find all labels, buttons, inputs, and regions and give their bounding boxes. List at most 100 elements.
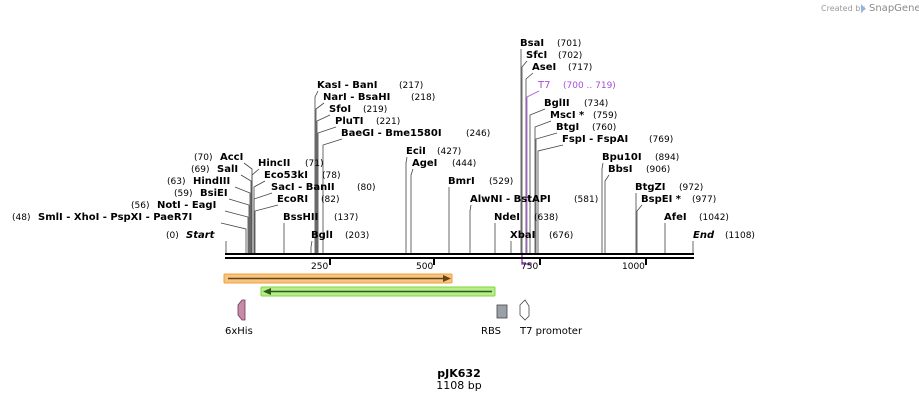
site-pos-ecii: (427) (437, 147, 461, 157)
ruler-label: 250 (311, 262, 328, 272)
site-connector-line (525, 72, 534, 253)
ruler-label: 500 (416, 262, 433, 272)
site-pos-hincii: (71) (305, 159, 323, 169)
plasmid-size: 1108 bp (436, 379, 481, 392)
site-connector-line (410, 168, 414, 253)
feature-6xhis[interactable]: 6xHis (225, 299, 253, 337)
site-label-btgi: BtgI (556, 122, 579, 133)
ruler-label: 1000 (622, 262, 645, 272)
site-pos-bsai: (701) (557, 39, 581, 49)
rbs-icon (496, 304, 508, 319)
site-label-ecii: EciI (406, 146, 426, 157)
site-connector-line (469, 204, 472, 253)
feature-label: 6xHis (225, 326, 253, 337)
site-label-bpu10i: Bpu10I (602, 152, 642, 163)
site-connector-line (316, 114, 331, 253)
site-connector-line (537, 144, 564, 253)
site-connector-line (534, 120, 552, 253)
site-pos-sali: (69) (191, 165, 209, 175)
end-pos: (1108) (725, 231, 755, 241)
site-pos-baegi: (246) (466, 129, 490, 139)
start-label: Start (186, 230, 216, 241)
site-label-t7: T7 (537, 80, 550, 91)
site-connector-line (322, 138, 343, 253)
site-pos-asei: (717) (568, 63, 592, 73)
site-label-noti: NotI - EagI (157, 200, 216, 211)
snapgene-logo-icon (861, 4, 866, 12)
site-pos-ndei: (638) (534, 213, 558, 223)
feature-t7-promoter[interactable]: T7 promoter (519, 299, 583, 337)
orange-orf-arrow[interactable] (223, 273, 453, 284)
site-pos-bsshii: (137) (334, 213, 358, 223)
site-label-smli: SmlI - XhoI - PspXI - PaeR7I (38, 212, 192, 223)
site-pos-msci: (759) (593, 111, 617, 121)
plasmid-name: pJK632 (437, 367, 480, 380)
site-label-asei: AseI (532, 62, 556, 73)
site-pos-fspi: (769) (649, 135, 673, 145)
site-connector-line (529, 108, 546, 253)
start-pos: (0) (166, 231, 179, 241)
site-label-msci: MscI * (550, 110, 585, 121)
site-label-saci: SacI - BanII (271, 182, 335, 193)
site-label-pluti: PluTI (335, 116, 363, 127)
site-connector-line (601, 162, 604, 253)
site-connectors (220, 49, 694, 265)
site-pos-alwni: (581) (574, 195, 598, 205)
feature-label: T7 promoter (519, 326, 583, 337)
site-connector-line (220, 222, 247, 253)
site-connector-line (604, 174, 610, 253)
site-connector-line (315, 102, 325, 253)
site-connector-line (521, 60, 528, 253)
site-connector-line (253, 192, 273, 253)
site-label-baegi: BaeGI - Bme1580I (341, 128, 442, 139)
site-connector-line (535, 132, 558, 253)
enzyme-sites: BsaI (701) SfcI (702) AseI (717) T7 (700… (12, 38, 755, 241)
site-connector-line (254, 204, 279, 253)
site-connector-line (251, 168, 260, 253)
site-label-xbai: XbaI (510, 230, 535, 241)
site-label-hincii: HincII (258, 158, 290, 169)
site-pos-nari: (218) (411, 93, 435, 103)
promoter-arrow-icon (519, 299, 530, 321)
site-label-bsshii: BssHII (283, 212, 318, 223)
site-pos-agei: (444) (452, 159, 476, 169)
site-label-sfci: SfcI (526, 50, 547, 61)
site-connector-line (314, 90, 319, 253)
site-pos-btgzi: (972) (679, 183, 703, 193)
site-connector-line (228, 198, 250, 253)
site-pos-sfoi: (219) (363, 105, 387, 115)
site-pos-saci: (80) (357, 183, 375, 193)
site-pos-btgi: (760) (592, 123, 616, 133)
site-pos-kasi: (217) (399, 81, 423, 91)
site-pos-smli: (48) (12, 213, 30, 223)
site-label-eco53ki: Eco53kI (264, 170, 308, 181)
site-label-bglii: BglII (544, 98, 570, 109)
site-pos-bspei: (977) (692, 195, 716, 205)
site-pos-acci: (70) (194, 153, 212, 163)
site-label-ndei: NdeI (494, 212, 520, 223)
site-label-fspi: FspI - FspAI (562, 134, 628, 145)
site-connector-line (526, 90, 540, 253)
site-label-bsai: BsaI (520, 38, 544, 49)
t7-site-marker (521, 252, 532, 265)
site-label-sali: SalI (217, 164, 238, 175)
feature-label: RBS (481, 326, 501, 337)
site-connector-line (224, 210, 249, 253)
site-pos-sfci: (702) (558, 51, 582, 61)
site-label-bsiei: BsiEI (200, 188, 228, 199)
site-label-alwni: AlwNI - BstAPI (470, 194, 551, 205)
site-connector-line (405, 156, 408, 253)
his-tag-icon (237, 299, 246, 321)
site-pos-ecori: (82) (321, 195, 339, 205)
site-label-bspei: BspEI * (641, 194, 682, 205)
snapgene-brand: SnapGene (869, 3, 919, 14)
end-label: End (693, 230, 715, 241)
green-orf-arrow[interactable] (260, 286, 496, 297)
feature-rbs[interactable]: RBS (481, 304, 508, 337)
site-label-kasi: KasI - BanI (317, 80, 378, 91)
created-by-label: Created by (821, 4, 865, 13)
site-label-afei: AfeI (664, 212, 687, 223)
site-connector-line (253, 180, 266, 253)
site-label-btgzi: BtgZI (635, 182, 666, 193)
